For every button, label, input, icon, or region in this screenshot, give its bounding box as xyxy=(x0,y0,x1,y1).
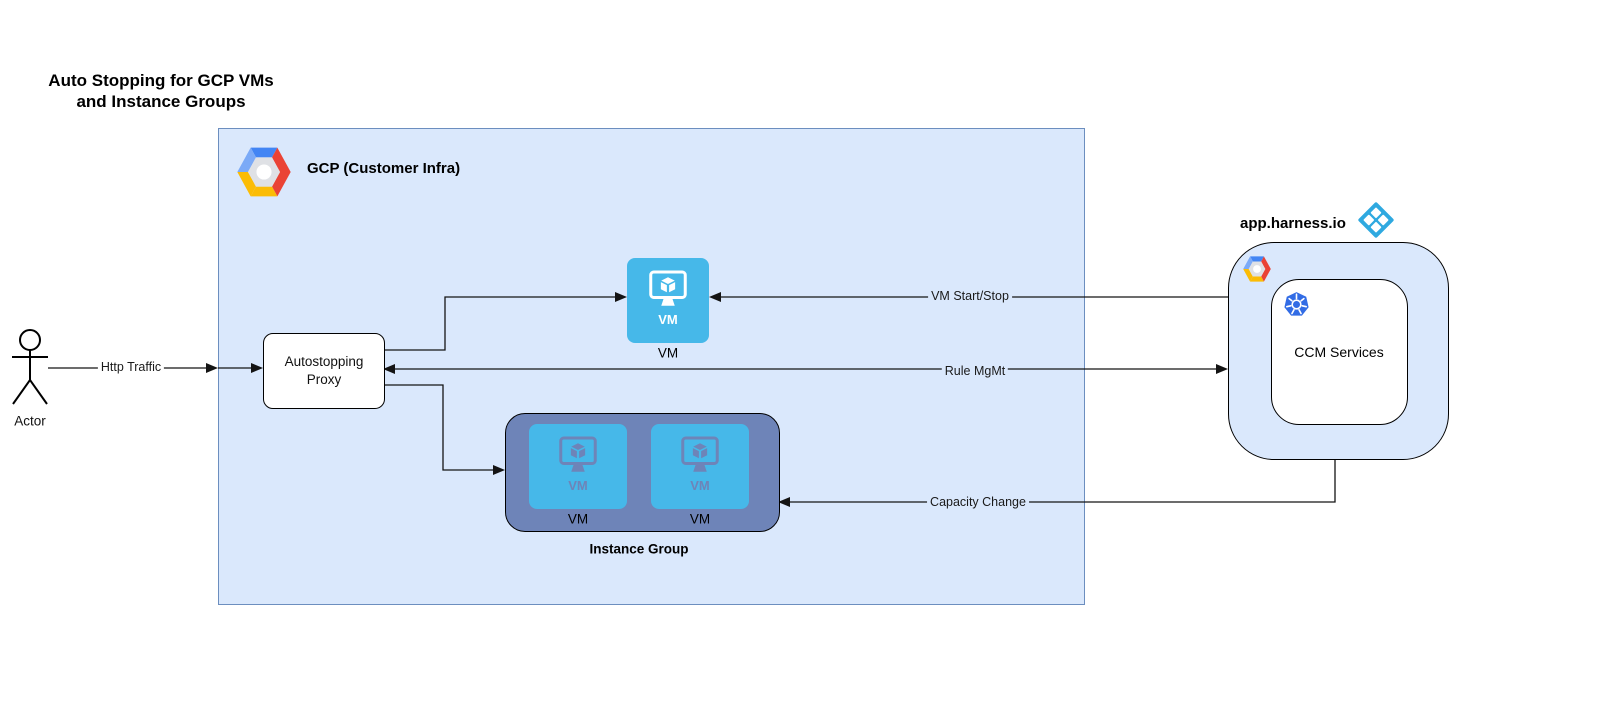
vm-monitor-icon xyxy=(649,270,687,308)
vm-node-label: VM xyxy=(657,345,679,361)
actor-label: Actor xyxy=(14,413,46,429)
diagram-title-line1: Auto Stopping for GCP VMs xyxy=(48,71,274,90)
edge-label-capacity-change: Capacity Change xyxy=(927,495,1029,509)
actor-icon xyxy=(12,329,48,405)
instance-group-vm1-label: VM xyxy=(567,511,589,527)
autostopping-proxy-label: Autostopping Proxy xyxy=(285,353,364,388)
instance-group-label: Instance Group xyxy=(589,541,689,557)
autostopping-proxy-node: Autostopping Proxy xyxy=(263,333,385,409)
ccm-services-label: CCM Services xyxy=(1294,344,1384,360)
diagram-title: Auto Stopping for GCP VMs and Instance G… xyxy=(31,70,291,113)
edge-label-vm-start-stop: VM Start/Stop xyxy=(928,289,1012,303)
harness-domain-label: app.harness.io xyxy=(1240,215,1346,232)
instance-group-vm2-label: VM xyxy=(689,511,711,527)
gcp-logo-icon xyxy=(237,147,291,197)
gcp-infra-label: GCP (Customer Infra) xyxy=(307,160,461,177)
instance-group-box: VM VM VM VM xyxy=(505,413,780,532)
ccm-services-box: CCM Services xyxy=(1271,279,1408,425)
vm-icon-text: VM xyxy=(690,478,710,493)
harness-logo-icon xyxy=(1358,202,1394,238)
instance-group-vm2-icon: VM xyxy=(651,424,749,509)
vm-monitor-icon xyxy=(681,436,719,474)
proxy-label-line1: Autostopping xyxy=(284,354,364,370)
vm-node-icon: VM xyxy=(627,258,709,343)
vm-icon-text: VM xyxy=(658,312,678,327)
edge-label-rule-mgmt: Rule MgMt xyxy=(941,364,1009,378)
edge-label-http-traffic: Http Traffic xyxy=(97,360,165,374)
diagram-title-line2: and Instance Groups xyxy=(76,92,246,112)
kubernetes-icon xyxy=(1283,291,1310,317)
harness-box: CCM Services xyxy=(1228,242,1449,460)
gcp-logo-icon-small xyxy=(1243,256,1271,282)
instance-group-vm1-icon: VM xyxy=(529,424,627,509)
vm-monitor-icon xyxy=(559,436,597,474)
proxy-label-line2: Proxy xyxy=(306,372,342,387)
vm-icon-text: VM xyxy=(568,478,588,493)
